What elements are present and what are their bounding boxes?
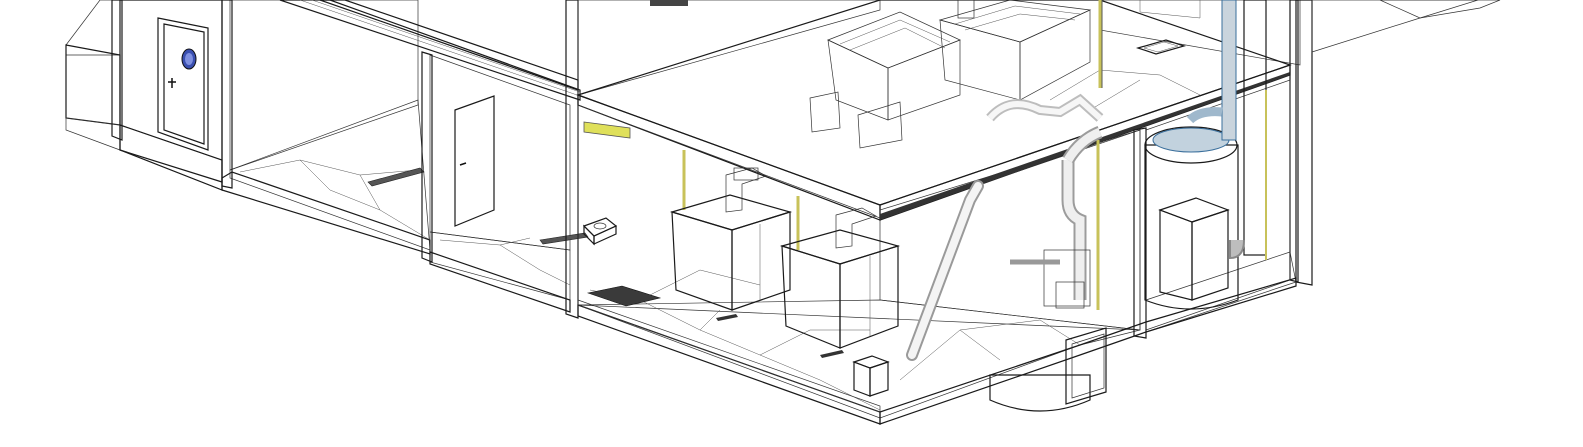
plant-piping-loop [986,0,1104,122]
wc-door-handle [459,162,467,166]
entrance-door [157,17,209,151]
upper-room-walls [577,0,1301,96]
middle-floor-drain [539,232,589,245]
interior-column [421,51,433,263]
ceiling-plant-unit-2 [938,0,1092,101]
plant-vent-stack [957,0,975,19]
floor-slab-cut-middle [429,251,571,313]
roof-right [1311,0,1479,53]
ceiling-slab-cut [319,0,579,91]
door-frame [157,17,209,151]
boiler-2-flue [835,207,877,249]
boiler-1 [669,167,793,311]
vertical-riser-pipes [1186,0,1267,260]
boiler-room-floor [577,299,1141,419]
floor-slab-cut-left [221,171,431,255]
storage-tank-box [1158,197,1230,301]
boiler-room [577,104,1141,419]
left-annex [65,0,223,191]
wc-door [454,95,495,227]
floor-corner-box [852,355,890,397]
middle-room [421,51,589,301]
left-room [221,0,431,251]
service-room-floor [1145,251,1297,333]
annex-plinth [119,124,223,191]
annex-left-post [111,0,123,141]
left-room-wall-column [221,0,233,189]
center-wall [565,0,579,319]
diagonal-flue-pipe [906,180,984,361]
floor-slab-cut-right [879,277,1297,425]
wc-door-leaf [454,95,495,227]
floor-drain-channel [367,167,425,187]
door-leaf [163,23,205,145]
boiler-2 [779,207,901,349]
sump-pit [989,327,1107,412]
left-room-back-wall [229,0,419,171]
floor-hatch-opening [1135,39,1187,55]
upper-back-wall [577,0,881,96]
boiler-room-floor-grate [586,285,662,307]
pump-assembly [1010,125,1103,309]
middle-room-back-wall [429,54,571,251]
floor-slab-cut-boiler [577,304,881,425]
right-exterior-wall [1295,0,1313,286]
wall-duct-yellow [583,121,631,139]
storage-tank-round [1144,126,1239,310]
annex-base [65,117,223,191]
ceiling-plant-unit-1 [809,11,961,149]
boiler-room-right-column [1133,127,1147,339]
wash-basin [582,217,618,246]
